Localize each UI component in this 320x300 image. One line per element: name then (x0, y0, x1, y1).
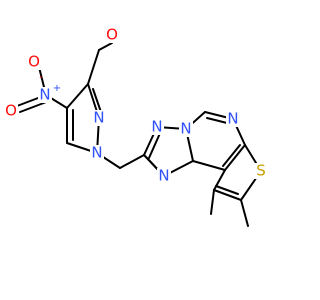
triazole-bridge-nitrogen-label: N (180, 120, 191, 138)
nitro-negative-oxygen-label: O (28, 53, 40, 71)
atom-labels: O O - O N + N N N N N N S (4, 26, 268, 185)
triazole-bottom-nitrogen-label: N (158, 167, 169, 185)
nitro-double-bond-oxygen-label: O (5, 102, 17, 120)
pyrimidine-nitrogen-label: N (227, 110, 238, 128)
thiophene-sulfur-label: S (256, 162, 266, 180)
triazole-top-nitrogen-label: N (151, 118, 162, 136)
pyrazole-n2-label: N (93, 109, 104, 127)
bond-network (16, 42, 262, 227)
negative-charge-label: - (39, 72, 43, 83)
methoxy-oxygen-label: O (106, 26, 118, 44)
molecule-structure: O O - O N + N N N N N N S (4, 25, 268, 227)
pyrazole-n1-label: N (91, 144, 102, 162)
positive-charge-label: + (53, 83, 61, 94)
nitro-nitrogen-label: N (39, 86, 50, 104)
